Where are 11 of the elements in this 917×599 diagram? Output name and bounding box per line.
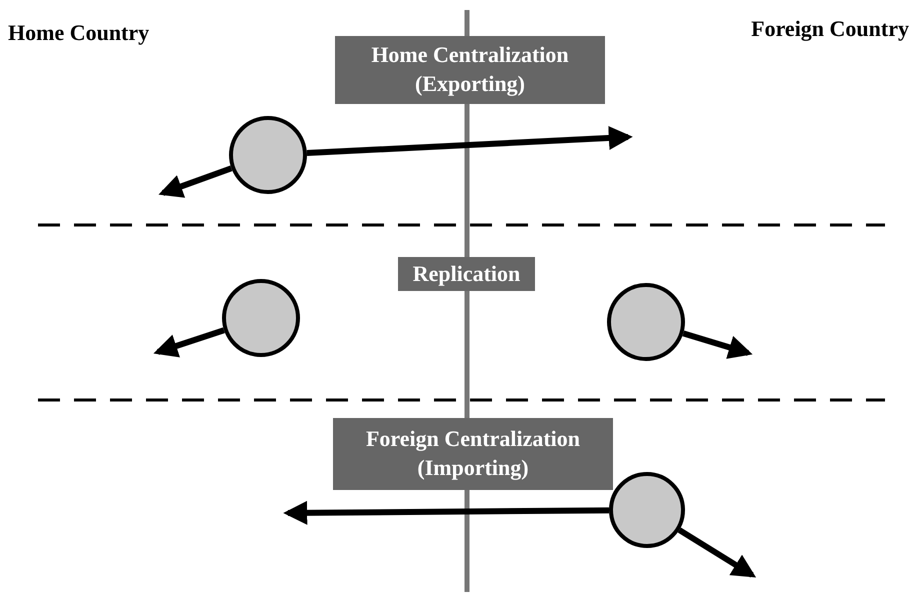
arrow xyxy=(283,500,610,525)
title-box: Foreign Centralization (Importing) xyxy=(333,418,613,490)
arrow xyxy=(678,527,756,578)
region-label: Home Country xyxy=(8,20,150,46)
title-box: Replication xyxy=(398,257,535,291)
arrow xyxy=(306,126,633,156)
arrow xyxy=(682,330,753,359)
arrow xyxy=(153,327,225,358)
region-label: Foreign Country xyxy=(751,16,909,42)
arrow xyxy=(158,165,232,198)
title-box: Home Centralization (Exporting) xyxy=(335,36,605,104)
